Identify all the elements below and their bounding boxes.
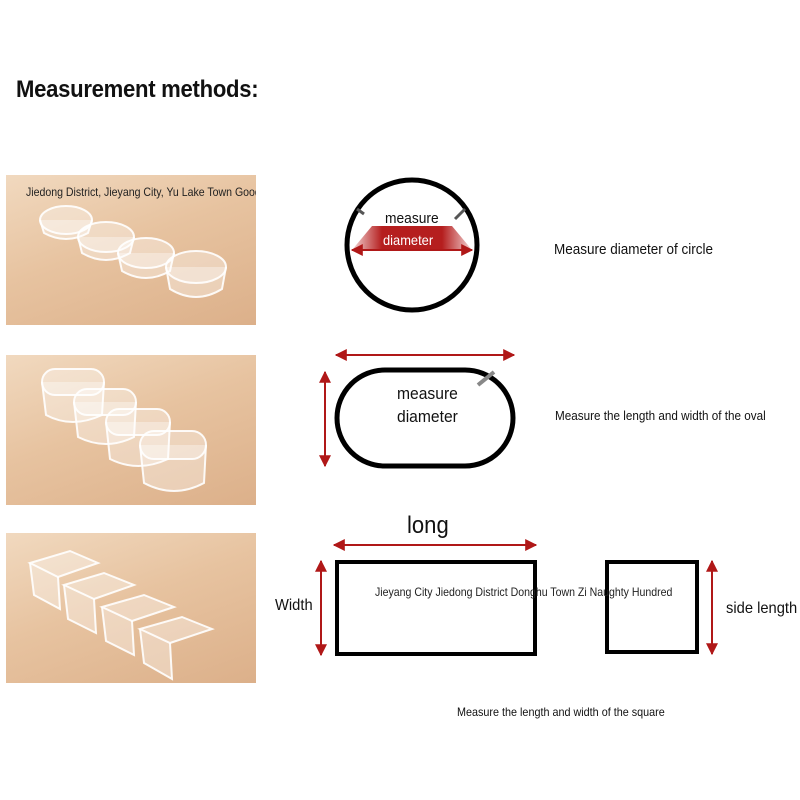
page-title: Measurement methods: bbox=[16, 76, 259, 103]
square-cup-photo bbox=[6, 533, 256, 683]
oval-label-diameter: diameter bbox=[397, 407, 458, 426]
square-outline bbox=[605, 560, 699, 654]
oval-label-measure: measure bbox=[397, 384, 458, 403]
oval-outline bbox=[334, 367, 516, 469]
watermark-bottom: Jieyang City Jiedong District Donghu Tow… bbox=[375, 585, 673, 599]
circle-label-diameter: diameter bbox=[383, 232, 434, 248]
watermark-top: Jiedong District, Jieyang City, Yu Lake … bbox=[26, 185, 256, 199]
rect-caption: Measure the length and width of the squa… bbox=[457, 705, 665, 719]
oval-cup-photo bbox=[6, 355, 256, 505]
oval-caption: Measure the length and width of the oval bbox=[555, 408, 766, 423]
circle-label-measure: measure bbox=[385, 210, 439, 227]
square-side-label: side length bbox=[726, 600, 798, 617]
rect-outline bbox=[335, 560, 537, 656]
circle-caption: Measure diameter of circle bbox=[554, 241, 714, 258]
round-cup-photo: Jiedong District, Jieyang City, Yu Lake … bbox=[6, 175, 256, 325]
rect-long-label: long bbox=[407, 512, 449, 539]
rect-width-label: Width bbox=[275, 597, 313, 614]
